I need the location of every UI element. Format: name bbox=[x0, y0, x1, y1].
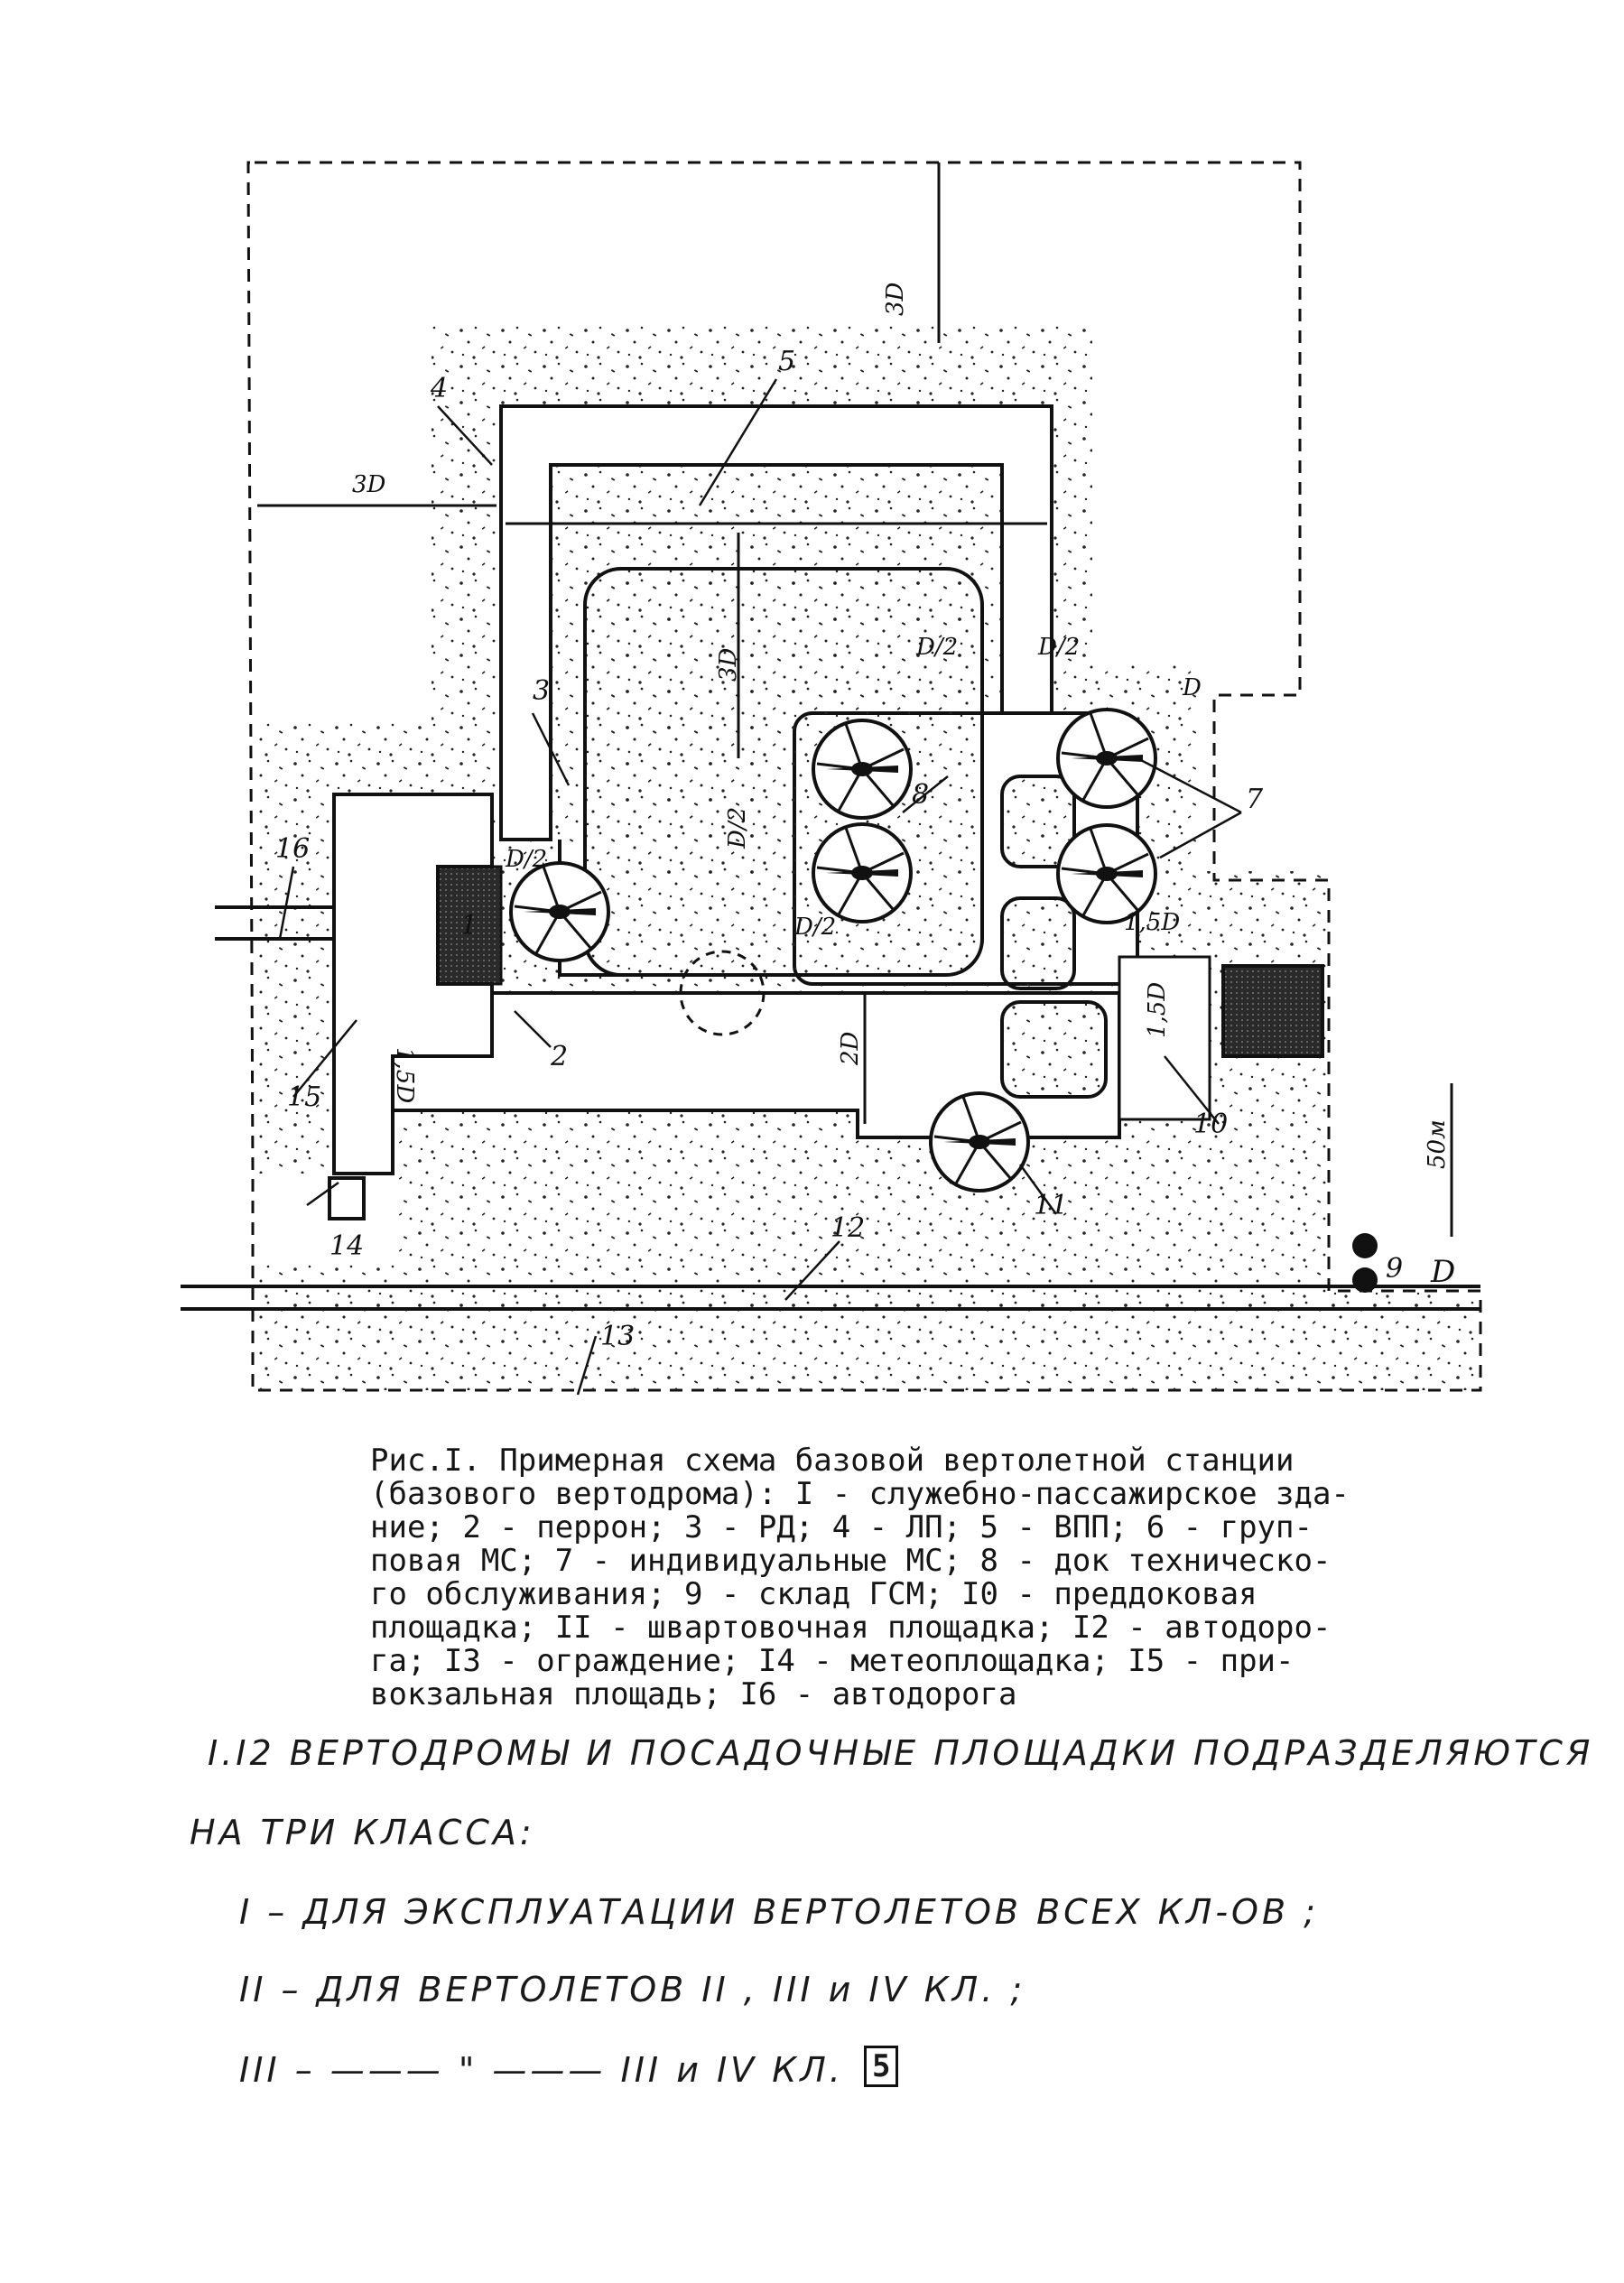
label-15: 15 bbox=[287, 1081, 321, 1113]
station-square bbox=[332, 793, 494, 1175]
label-10: 10 bbox=[1193, 1109, 1228, 1140]
label-11: 11 bbox=[1034, 1190, 1068, 1221]
caption-line: (базового вертодрома): I - служебно-пасс… bbox=[370, 1476, 1350, 1512]
figure-caption: Рис.I. Примерная схема базовой вертолетн… bbox=[370, 1444, 1381, 1712]
dim-3d-left: 3D bbox=[352, 471, 386, 498]
caption-line: га; I3 - ограждение; I4 - метеоплощадка;… bbox=[370, 1643, 1295, 1679]
roads bbox=[181, 905, 1480, 1311]
dim-d-left: D/2 bbox=[505, 846, 547, 873]
caption-line: Рис.I. Примерная схема базовой вертолетн… bbox=[370, 1443, 1295, 1479]
label-8: 8 bbox=[912, 779, 929, 811]
note-line-1: I.I2 ВЕРТОДРОМЫ И ПОСАДОЧНЫЕ ПЛОЩАДКИ ПО… bbox=[208, 1733, 1594, 1773]
caption-line: повая МС; 7 - индивидуальные МС; 8 - док… bbox=[370, 1543, 1332, 1579]
helipads bbox=[509, 708, 1157, 1193]
dim-d-top1: D/2 bbox=[915, 634, 958, 661]
label-12: 12 bbox=[831, 1212, 865, 1244]
diagram-labels: 1 2 3 4 5 7 8 9 10 11 12 13 14 15 16 bbox=[275, 346, 1403, 1352]
dimension-lines bbox=[257, 162, 1453, 1237]
label-7: 7 bbox=[1246, 784, 1264, 815]
page-number: 5 bbox=[863, 2046, 899, 2087]
caption-line: вокзальная площадь; I6 - автодорога bbox=[370, 1676, 1017, 1712]
label-3: 3 bbox=[533, 675, 550, 707]
note-line-5: III – ——— " ——— III и IV КЛ. 5 bbox=[239, 2046, 899, 2090]
note-line-3: I – ДЛЯ ЭКСПЛУАТАЦИИ ВЕРТОЛЕТОВ ВСЕХ КЛ-… bbox=[239, 1892, 1319, 1932]
note-line-5-text: III – ——— " ——— III и IV КЛ. bbox=[239, 2050, 844, 2090]
note-line-4: II – ДЛЯ ВЕРТОЛЕТОВ II , III и IV КЛ. ; bbox=[239, 1970, 1026, 2009]
dim-2d: 2D bbox=[837, 1031, 864, 1066]
note-line-2: НА ТРИ КЛАССА: bbox=[190, 1813, 535, 1852]
heliport-scheme-diagram: 1 2 3 4 5 7 8 9 10 11 12 13 14 15 16 3D … bbox=[181, 161, 1482, 1396]
dim-d-mid: D/2 bbox=[724, 807, 751, 849]
label-5: 5 bbox=[778, 346, 795, 377]
dim-d-top2: D/2 bbox=[1037, 634, 1080, 661]
fuel-tanks bbox=[1352, 1233, 1378, 1293]
label-4: 4 bbox=[430, 373, 448, 404]
label-2: 2 bbox=[550, 1041, 568, 1072]
label-14: 14 bbox=[329, 1230, 364, 1262]
label-13: 13 bbox=[600, 1321, 635, 1352]
dim-d-fence: D bbox=[1430, 1254, 1455, 1290]
caption-line: ние; 2 - перрон; 3 - РД; 4 - ЛП; 5 - ВПП… bbox=[370, 1509, 1313, 1545]
dim-15d-right: 1,5D bbox=[1124, 909, 1180, 936]
caption-line: площадка; II - швартовочная площадка; I2… bbox=[370, 1610, 1332, 1646]
label-16: 16 bbox=[275, 833, 310, 865]
leader-lines bbox=[278, 378, 1242, 1396]
dimension-labels: 3D 3D 3D 2D D/2 D/2 D D/2 D/2 D/2 1,5D 1… bbox=[352, 282, 1455, 1290]
dim-15d-left: 1,5D bbox=[391, 1047, 418, 1103]
dim-d-right: D bbox=[1182, 674, 1202, 701]
label-1: 1 bbox=[460, 910, 478, 942]
dim-50m: 50м bbox=[1424, 1119, 1451, 1169]
dim-3d-inner: 3D bbox=[715, 647, 742, 682]
dim-15d-low: 1,5D bbox=[1144, 982, 1171, 1038]
label-9: 9 bbox=[1386, 1253, 1403, 1285]
fuel-depot-block bbox=[1221, 964, 1324, 1058]
dim-d-bottom: D/2 bbox=[793, 914, 836, 941]
dim-3d-top: 3D bbox=[882, 282, 909, 316]
caption-line: го обслуживания; 9 - склад ГСМ; I0 - пре… bbox=[370, 1576, 1257, 1612]
